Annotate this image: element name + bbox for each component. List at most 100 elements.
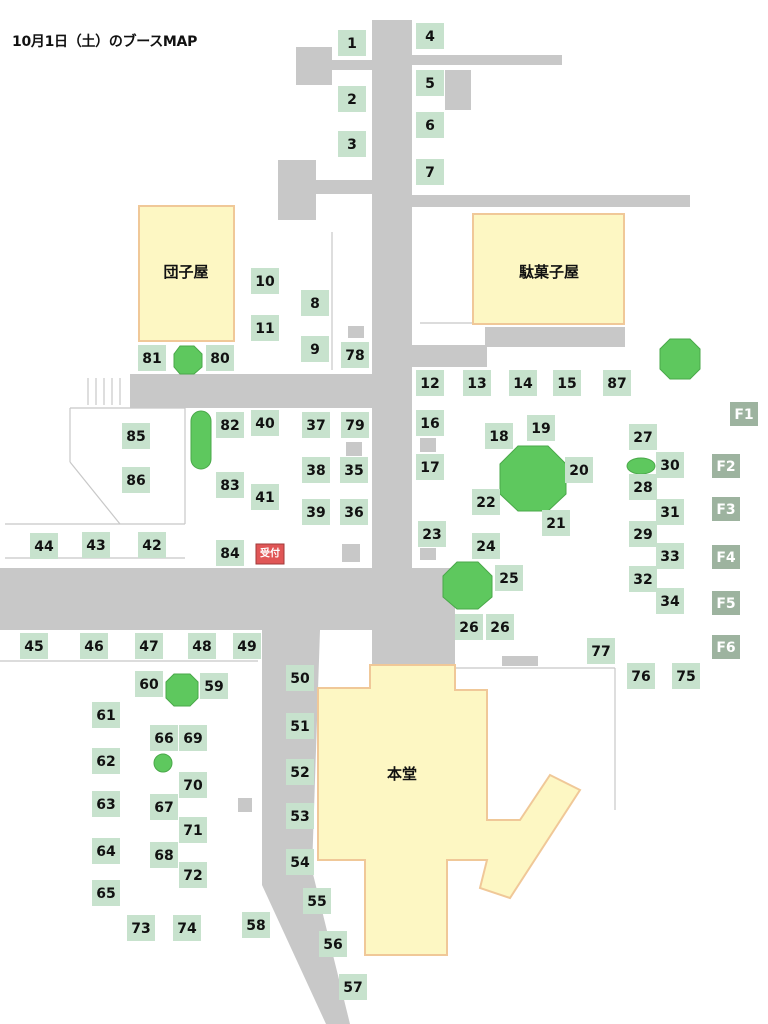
booth-17: 17 bbox=[416, 454, 444, 480]
booth-box bbox=[712, 497, 740, 521]
booth-box bbox=[122, 467, 150, 493]
booth-56: 56 bbox=[319, 931, 347, 957]
booth-box bbox=[20, 633, 48, 659]
booth-50: 50 bbox=[286, 665, 314, 691]
road-small-5 bbox=[420, 548, 436, 560]
booth-box bbox=[339, 974, 367, 1000]
road-west-block bbox=[278, 160, 316, 220]
booth-58: 58 bbox=[242, 912, 270, 938]
booth-number: 2 bbox=[347, 92, 357, 108]
booth-11: 11 bbox=[251, 315, 279, 341]
booth-42: 42 bbox=[138, 532, 166, 558]
booth-number: 85 bbox=[126, 429, 145, 445]
booth-number: 42 bbox=[142, 538, 161, 554]
booth-number: 9 bbox=[310, 342, 320, 358]
booth-F6: F6 bbox=[712, 635, 740, 659]
booth-7: 7 bbox=[416, 159, 444, 185]
booth-box bbox=[301, 336, 329, 362]
booth-F4: F4 bbox=[712, 545, 740, 569]
booth-8: 8 bbox=[301, 290, 329, 316]
booth-number: 62 bbox=[96, 754, 115, 770]
booth-number: 32 bbox=[633, 572, 652, 588]
booth-box bbox=[416, 159, 444, 185]
tree-icon bbox=[442, 561, 493, 610]
booth-number: 82 bbox=[220, 418, 239, 434]
booth-box bbox=[200, 673, 228, 699]
booth-box bbox=[127, 915, 155, 941]
main-road-vertical bbox=[372, 20, 412, 675]
booth-number: 37 bbox=[306, 418, 325, 434]
road-small-6 bbox=[502, 656, 538, 666]
booth-23: 23 bbox=[418, 521, 446, 547]
booth-number: 59 bbox=[204, 679, 223, 695]
booth-box bbox=[455, 614, 483, 640]
booth-box bbox=[135, 671, 163, 697]
booth-35: 35 bbox=[340, 457, 368, 483]
booth-number: 72 bbox=[183, 868, 202, 884]
booth-F3: F3 bbox=[712, 497, 740, 521]
booth-number: 74 bbox=[177, 921, 197, 937]
booth-84: 84 bbox=[216, 540, 244, 566]
booth-box bbox=[92, 702, 120, 728]
booth-32: 32 bbox=[629, 566, 657, 592]
booth-10: 10 bbox=[251, 268, 279, 294]
booth-number: 84 bbox=[220, 546, 240, 562]
road-small-1 bbox=[348, 326, 364, 338]
booth-44: 44 bbox=[30, 533, 58, 559]
tree-icon bbox=[499, 445, 567, 512]
booth-number: F2 bbox=[716, 459, 735, 475]
booth-46: 46 bbox=[80, 633, 108, 659]
booth-box bbox=[302, 499, 330, 525]
booth-82: 82 bbox=[216, 412, 244, 438]
booth-number: 13 bbox=[467, 376, 486, 392]
booth-number: F6 bbox=[716, 640, 735, 656]
booth-75: 75 bbox=[672, 663, 700, 689]
main-road-horizontal bbox=[0, 568, 455, 630]
booth-49: 49 bbox=[233, 633, 261, 659]
booth-77: 77 bbox=[587, 638, 615, 664]
booth-box bbox=[92, 791, 120, 817]
booth-number: 33 bbox=[660, 549, 679, 565]
road-small-ne bbox=[445, 70, 471, 110]
booth-number: 10 bbox=[255, 274, 275, 290]
booth-box bbox=[418, 521, 446, 547]
booth-number: 19 bbox=[531, 421, 550, 437]
booth-box bbox=[30, 533, 58, 559]
booth-number: 68 bbox=[154, 848, 173, 864]
booth-9: 9 bbox=[301, 336, 329, 362]
booth-box bbox=[179, 725, 207, 751]
booth-number: 86 bbox=[126, 473, 145, 489]
booth-box bbox=[463, 370, 491, 396]
booth-number: 78 bbox=[345, 348, 364, 364]
booth-number: 63 bbox=[96, 797, 115, 813]
booth-69: 69 bbox=[179, 725, 207, 751]
booth-1: 1 bbox=[338, 30, 366, 56]
booth-number: 73 bbox=[131, 921, 150, 937]
booth-number: 23 bbox=[422, 527, 441, 543]
trees bbox=[153, 338, 701, 773]
booth-20: 20 bbox=[565, 457, 593, 483]
booth-number: 69 bbox=[183, 731, 202, 747]
booth-38: 38 bbox=[302, 457, 330, 483]
tree-icon bbox=[165, 673, 199, 707]
booth-29: 29 bbox=[629, 521, 657, 547]
page-title: 10月1日（土）のブースMAP bbox=[12, 34, 198, 50]
booth-number: 81 bbox=[142, 351, 161, 367]
booth-number: 45 bbox=[24, 639, 43, 655]
booth-box bbox=[135, 633, 163, 659]
booth-F2: F2 bbox=[712, 454, 740, 478]
booth-box bbox=[138, 532, 166, 558]
road-east-top bbox=[412, 195, 690, 207]
booth-number: 36 bbox=[344, 505, 363, 521]
booth-box bbox=[233, 633, 261, 659]
booth-number: 41 bbox=[255, 490, 274, 506]
road-west-link bbox=[316, 180, 372, 194]
booth-box bbox=[712, 591, 740, 615]
booth-number: 53 bbox=[290, 809, 309, 825]
booth-63: 63 bbox=[92, 791, 120, 817]
booth-box bbox=[341, 342, 369, 368]
booth-12: 12 bbox=[416, 370, 444, 396]
booth-40: 40 bbox=[251, 410, 279, 436]
booth-39: 39 bbox=[302, 499, 330, 525]
